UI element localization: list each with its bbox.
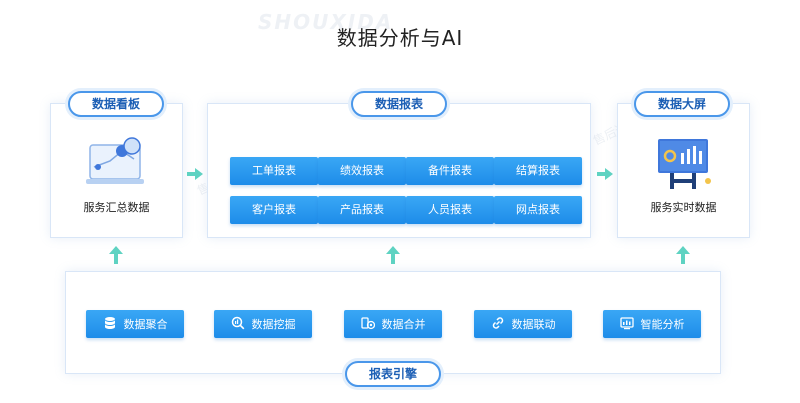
engine-button[interactable]: 数据聚合 [86, 310, 184, 338]
engine-button-label: 数据挖掘 [251, 318, 296, 331]
reports-label: 数据报表 [351, 91, 447, 117]
engine-label: 报表引擎 [345, 361, 441, 387]
database-icon [103, 316, 117, 333]
big-screen-icon [652, 137, 716, 193]
engine-button[interactable]: 数据挖掘 [214, 310, 312, 338]
page-title: 数据分析与AI [336, 26, 464, 50]
link-icon [491, 316, 505, 333]
arrow-up-icon [109, 246, 123, 268]
arrow-up-icon [386, 246, 400, 268]
merge-icon [360, 316, 375, 333]
report-button[interactable]: 备件报表 [406, 157, 494, 185]
engine-button-label: 智能分析 [640, 318, 685, 331]
watermark-text: SHOUXIDA [258, 10, 394, 34]
dashboard-caption: 服务汇总数据 [83, 201, 150, 214]
bigscreen-label: 数据大屏 [634, 91, 730, 117]
dashboard-label: 数据看板 [68, 91, 164, 117]
arrow-right-icon [597, 165, 613, 184]
engine-button-label: 数据联动 [511, 318, 556, 331]
report-button[interactable]: 人员报表 [406, 196, 494, 224]
monitor-dashboard-icon [82, 137, 152, 189]
arrow-right-icon [187, 165, 203, 184]
report-button[interactable]: 客户报表 [230, 196, 318, 224]
report-button[interactable]: 工单报表 [230, 157, 318, 185]
report-button[interactable]: 结算报表 [494, 157, 582, 185]
report-button[interactable]: 产品报表 [318, 196, 406, 224]
bigscreen-caption: 服务实时数据 [650, 201, 717, 214]
report-button[interactable]: 绩效报表 [318, 157, 406, 185]
engine-button[interactable]: 数据联动 [474, 310, 572, 338]
chart-search-icon [231, 316, 245, 333]
engine-button-label: 数据聚合 [123, 318, 168, 331]
arrow-up-icon [676, 246, 690, 268]
report-button[interactable]: 网点报表 [494, 196, 582, 224]
engine-button-label: 数据合并 [381, 318, 426, 331]
engine-button[interactable]: 智能分析 [603, 310, 701, 338]
engine-button[interactable]: 数据合并 [344, 310, 442, 338]
analysis-icon [619, 316, 634, 333]
